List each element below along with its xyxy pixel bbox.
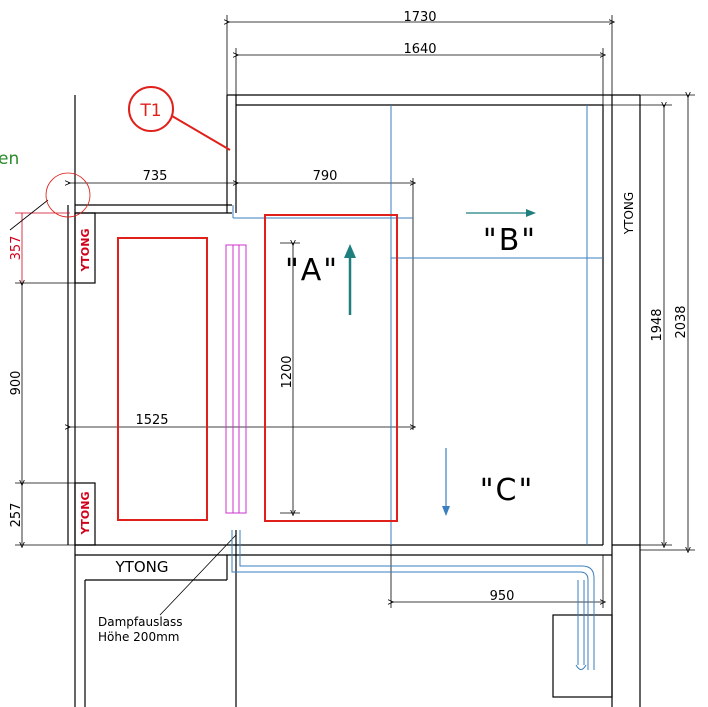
dim-900: 900 (9, 371, 24, 396)
red-elements (45, 86, 398, 522)
dim-1200: 1200 (280, 355, 295, 388)
ytong-left-top-label: YTONG (79, 228, 92, 272)
ytong-bottom-label: YTONG (115, 558, 169, 576)
zone-b-label: "B" (483, 223, 537, 258)
t1-circle (128, 86, 174, 132)
dim-top-inner: 1640 (403, 42, 436, 57)
dimension-lines (9, 15, 695, 616)
ytong-right-label: YTONG (622, 192, 636, 235)
dim-1525: 1525 (135, 413, 168, 428)
dim-735: 735 (143, 169, 168, 184)
t1-tag: T1 (139, 101, 161, 121)
dim-950: 950 (490, 589, 515, 604)
magenta-strip (225, 244, 247, 514)
red-rect-left (117, 237, 208, 521)
dim-2038: 2038 (674, 305, 689, 338)
flow-arrows (344, 209, 536, 516)
ytong-left-bottom-label: YTONG (79, 491, 92, 535)
zone-c-label: "C" (480, 473, 535, 508)
dim-357: 357 (9, 236, 24, 261)
dim-257: 257 (9, 503, 24, 528)
dim-1948: 1948 (650, 308, 665, 341)
steam-note-line2: Höhe 200mm (98, 630, 179, 644)
zone-a-label: "A" (285, 253, 339, 288)
red-rect-a (264, 214, 398, 522)
walls (67, 94, 641, 707)
dim-790: 790 (313, 169, 338, 184)
dim-top-total: 1730 (403, 10, 436, 25)
left-partial-label: en (0, 149, 19, 169)
blue-zone-lines (231, 105, 603, 670)
steam-note-line1: Dampfauslass (98, 615, 183, 629)
